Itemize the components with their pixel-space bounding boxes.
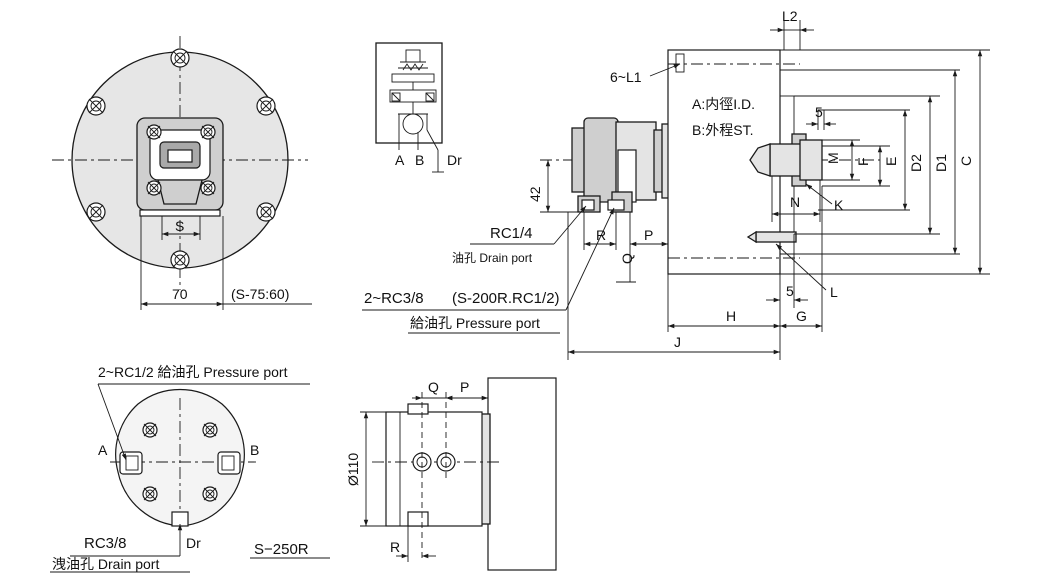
bottom-diameter-label: Ø110	[345, 453, 361, 486]
rear-port-a: A	[98, 442, 108, 458]
dim-j-label: J	[674, 334, 681, 350]
dim-f-label: F	[855, 157, 871, 166]
dim-42-label: 42	[527, 186, 543, 202]
front-view	[52, 36, 312, 310]
dim-d1-label: D1	[933, 154, 949, 172]
dim-s-label: S	[175, 218, 184, 234]
dim-note-label: (S-75:60)	[231, 286, 289, 302]
bottom-q-label: Q	[428, 379, 439, 395]
dim-q-label: Q	[619, 253, 635, 264]
dim-d2-label: D2	[908, 154, 924, 172]
dim-h-label: H	[726, 308, 736, 324]
dim-k-label: K	[834, 197, 844, 213]
drain-port-label: 油孔 Drain port	[452, 251, 533, 265]
rear-pressure-port-label: 2~RC1/2 給油孔 Pressure port	[98, 364, 288, 380]
rear-dr-label: Dr	[186, 535, 201, 551]
schematic-port-a: A	[395, 152, 405, 168]
bottom-side-view	[360, 377, 557, 571]
stroke-note: B:外程ST.	[692, 122, 753, 138]
dim-l-label: L	[830, 284, 838, 300]
dim-g-label: G	[796, 308, 807, 324]
rc38-note: (S-200R.RC1/2)	[452, 290, 560, 307]
rc38-label: 2~RC3/8	[364, 290, 424, 307]
dim-70-label: 70	[172, 286, 188, 302]
dim-m-label: M	[825, 152, 841, 164]
hydraulic-schematic	[375, 42, 444, 173]
dim-p-label: P	[644, 227, 653, 243]
dim-5-top-label: 5	[815, 104, 823, 120]
bottom-p-label: P	[460, 379, 469, 395]
bottom-r-label: R	[390, 539, 400, 555]
rear-view	[50, 383, 330, 573]
dim-l1-label: 6~L1	[610, 69, 642, 85]
dim-5-bottom-label: 5	[786, 283, 794, 299]
dim-c-label: C	[958, 156, 974, 166]
model-label: S−250R	[254, 541, 309, 558]
rc14-label: RC1/4	[490, 225, 533, 242]
dim-n-label: N	[790, 194, 800, 210]
dim-e-label: E	[883, 157, 899, 166]
dim-r-label: R	[596, 227, 606, 243]
rear-rc38-label: RC3/8	[84, 535, 127, 552]
pressure-port-label: 給油孔 Pressure port	[410, 315, 540, 331]
schematic-port-b: B	[415, 152, 424, 168]
side-view	[362, 20, 990, 360]
dim-l2-label: L2	[782, 8, 798, 24]
rear-port-b: B	[250, 442, 259, 458]
schematic-port-dr: Dr	[447, 152, 462, 168]
rear-drain-port-label: 洩油孔 Drain port	[52, 556, 159, 572]
bore-note: A:内徑I.D.	[692, 96, 755, 112]
